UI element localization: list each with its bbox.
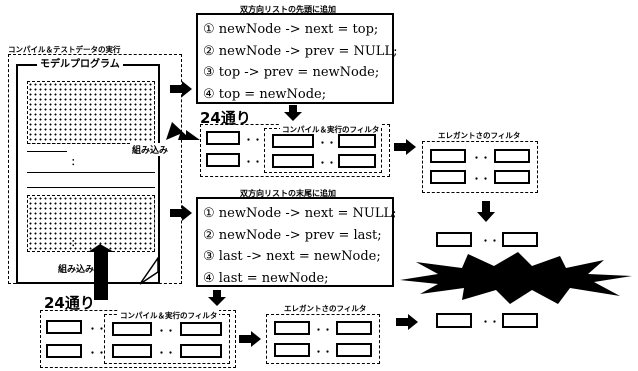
arrow-down-icon <box>284 105 302 121</box>
arrow-right-icon <box>396 314 418 330</box>
arrow-right-icon <box>394 139 416 155</box>
arrow-right-icon <box>170 81 192 97</box>
arrow-up-icon <box>88 244 114 300</box>
arrow-down-icon <box>477 201 495 222</box>
arrow-down-icon <box>208 290 226 306</box>
arrow-embed-left-icon <box>166 122 200 140</box>
arrow-right-icon <box>170 205 192 221</box>
arrow-right-icon <box>239 331 261 347</box>
